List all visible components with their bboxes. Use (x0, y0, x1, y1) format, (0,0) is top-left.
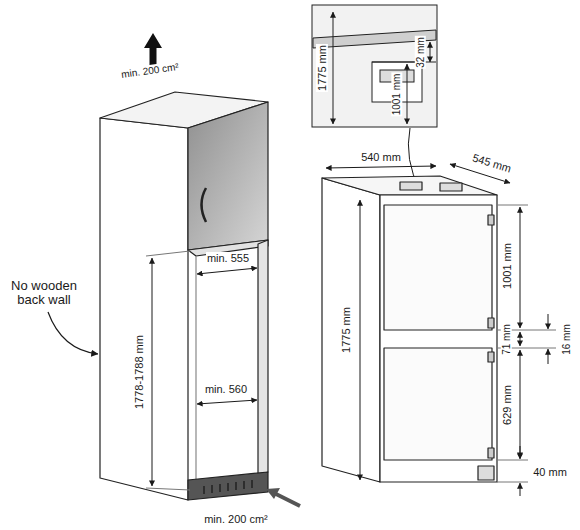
dimension-label: 1775 mm (316, 44, 328, 92)
detail-inset (312, 5, 437, 127)
dimension-label: min. 555 (206, 252, 250, 264)
cabinet (100, 92, 268, 500)
dimension-label: 40 mm (532, 466, 568, 478)
dimension-label: No wooden back wall (3, 279, 85, 308)
fridge (322, 176, 497, 482)
dimension-label: 1001 mm (392, 72, 403, 116)
vent-slots (204, 480, 252, 494)
dimension-label: 545 mm (470, 151, 513, 175)
dimension-label: 16 mm (561, 323, 572, 356)
pointer-arrow (48, 312, 98, 354)
dimension-label: 1778-1788 mm (133, 334, 145, 410)
dimension-label: min. 200 cm² (120, 60, 181, 79)
dimension-label: 629 mm (501, 384, 513, 426)
dimension-label: min. 200 cm² (203, 513, 269, 525)
dimension-lines (326, 164, 556, 496)
airflow-arrow (266, 488, 300, 506)
dimension-label: 540 mm (360, 151, 402, 163)
dimension-label: min. 560 (204, 383, 248, 395)
dimension-label: 32 mm (415, 36, 426, 69)
dimension-label: 1001 mm (501, 242, 513, 290)
dimension-label: 71 mm (501, 323, 512, 356)
dimension-lines (146, 251, 257, 490)
dimension-label: 1775 mm (340, 306, 352, 354)
